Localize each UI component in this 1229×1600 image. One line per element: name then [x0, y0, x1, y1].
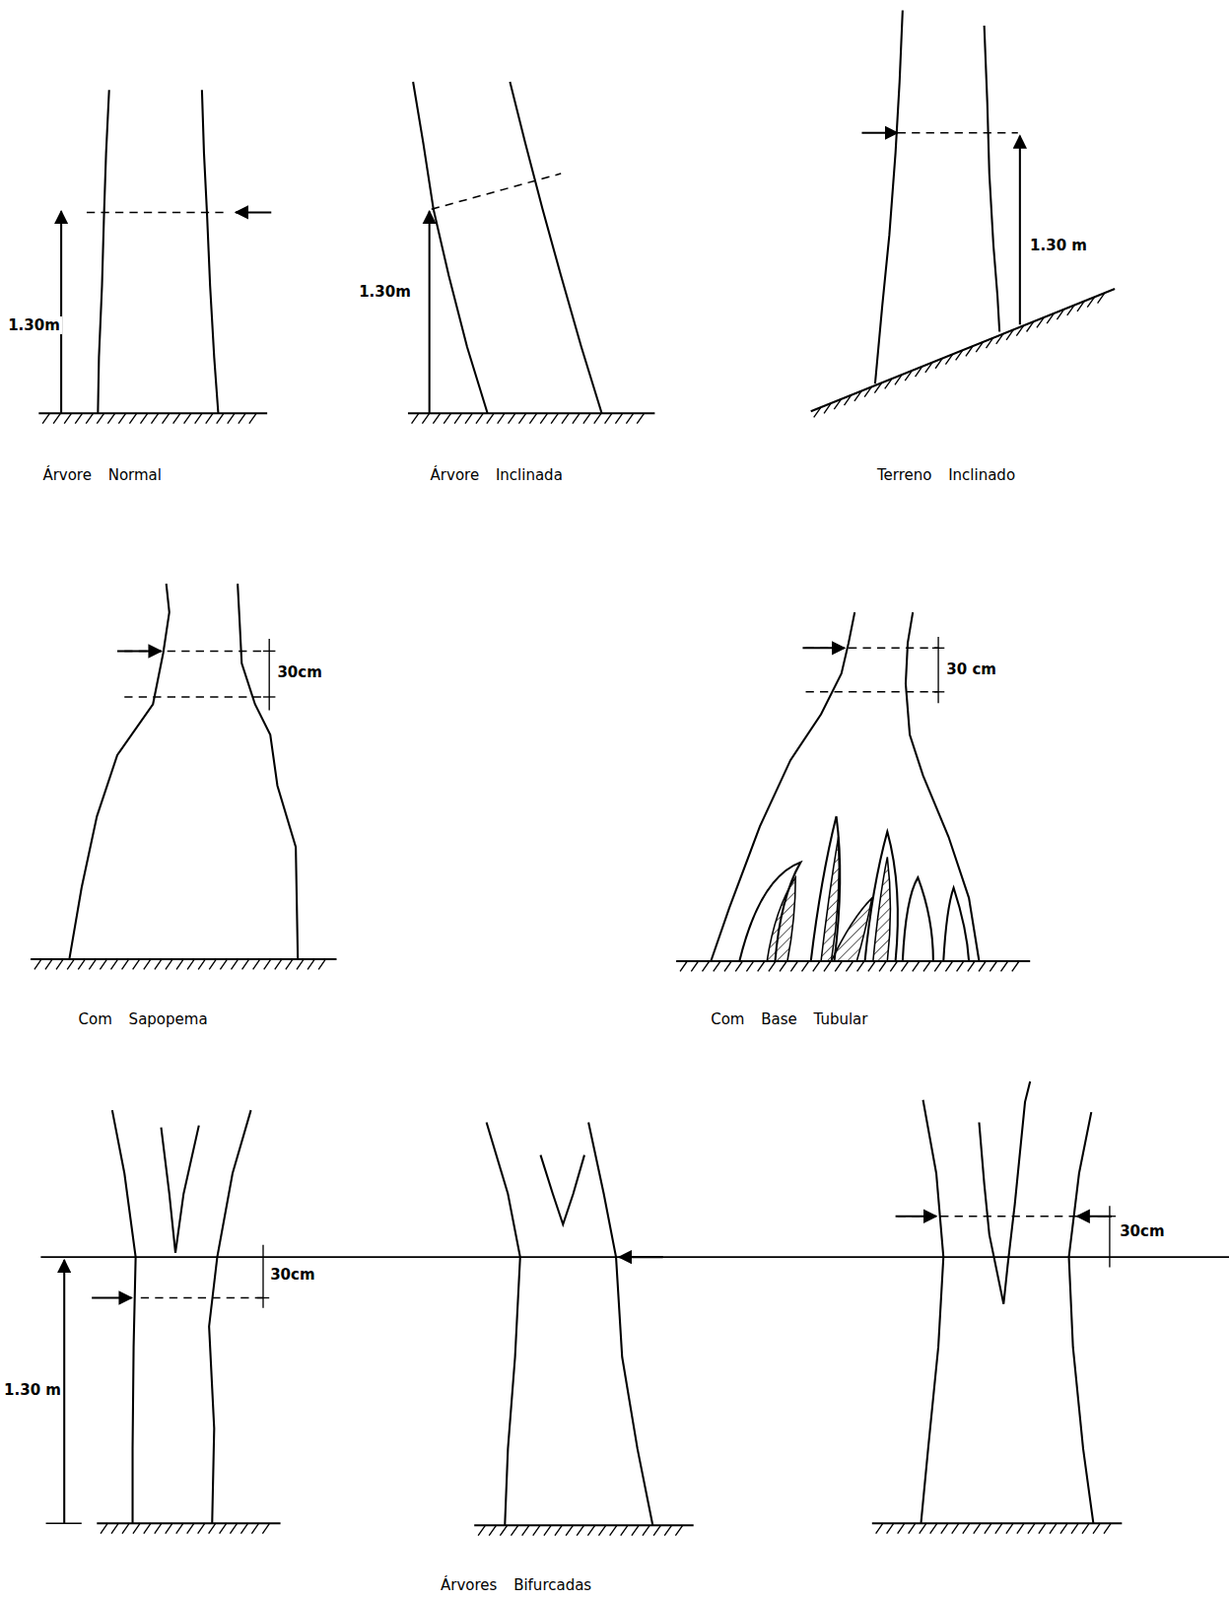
buttress-tree — [68, 583, 298, 959]
forked-trees — [40, 1081, 1229, 1525]
leaning-tree — [412, 81, 602, 413]
tubular-base-tree — [710, 612, 979, 961]
ground-line — [811, 288, 1115, 411]
height-dimension: 1.30 m — [1027, 236, 1090, 255]
ground-line — [872, 1521, 1123, 1524]
ground-hatch — [814, 292, 1105, 417]
panel-caption: Com Sapopema — [76, 1010, 210, 1028]
offset-dimension: 30cm — [274, 663, 324, 682]
offset-dimension: 30cm — [1117, 1222, 1166, 1240]
offset-dimension: 30cm — [268, 1265, 317, 1284]
height-dimension: 1.30 m — [1, 1380, 64, 1399]
panel-caption: Árvore Normal — [40, 466, 164, 484]
ground-hatch — [100, 1522, 271, 1533]
height-dimension: 1.30m — [356, 282, 413, 301]
ground-line — [38, 411, 268, 414]
ground-hatch — [876, 1522, 1112, 1533]
ground-hatch — [411, 412, 645, 423]
ground-hatch — [34, 958, 327, 969]
ground-line — [408, 411, 655, 414]
panel-caption: Com Base Tubular — [708, 1010, 870, 1028]
height-dimension: 1.30m — [5, 316, 63, 335]
ground-hatch — [42, 412, 257, 423]
panel-caption: Terreno Inclinado — [875, 466, 1018, 484]
slope-tree — [861, 10, 1020, 385]
ground-hatch — [680, 960, 1020, 971]
panel-caption: Árvore Inclinada — [428, 466, 565, 484]
ground-hatching — [30, 288, 1122, 1536]
panel-caption: Árvores Bifurcadas — [438, 1575, 594, 1594]
ground-hatch — [477, 1524, 683, 1535]
offset-dimension: 30 cm — [944, 660, 999, 679]
ground-line — [96, 1521, 280, 1524]
normal-tree — [61, 89, 272, 413]
